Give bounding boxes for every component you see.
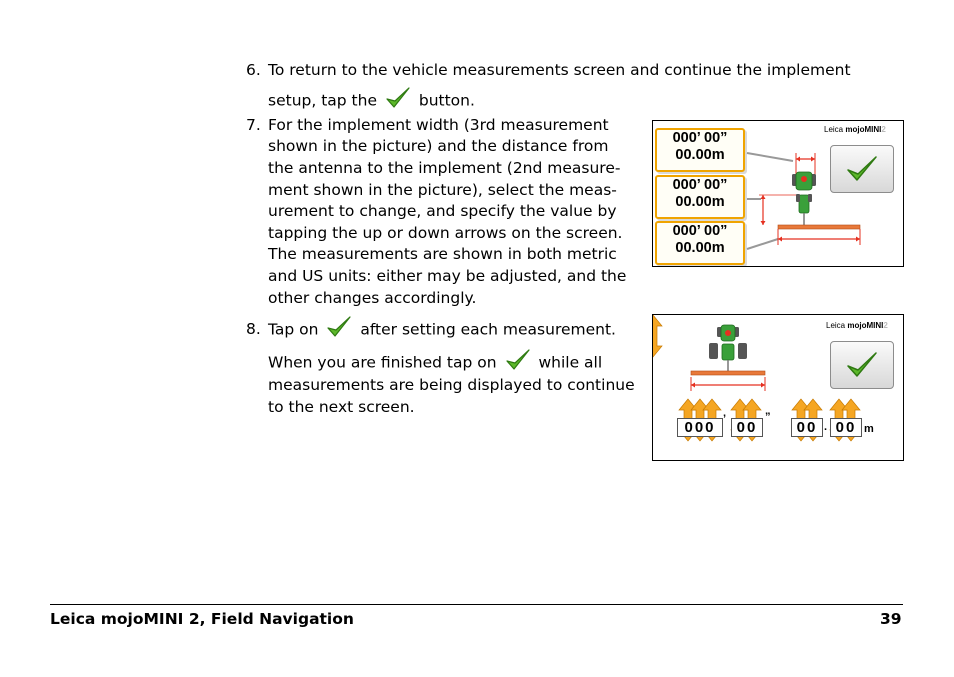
measurement-box-2[interactable]: 000’ 00” 00.00m [655, 175, 745, 219]
brand-label: Leica mojoMINI2 [824, 125, 886, 134]
measurement-us: 000’ 00” [672, 130, 728, 146]
measurement-box-1[interactable]: 000’ 00” 00.00m [655, 128, 745, 172]
step-6-line-2: setup, tap the button. [268, 87, 475, 112]
decimal-point: . [824, 421, 828, 433]
step-6-text-after: button. [418, 91, 475, 110]
step-8-text-before: Tap on [268, 320, 319, 339]
confirm-button[interactable] [830, 341, 894, 389]
step-7-line: the antenna to the implement (2nd measur… [268, 159, 621, 177]
measurement-metric: 00.00m [675, 194, 725, 210]
feet-digits[interactable]: 000 [677, 418, 723, 437]
checkmark-icon [504, 346, 532, 374]
step-6-number: 6. [246, 61, 261, 79]
figure-measurement-entry: Leica mojoMINI2 [652, 314, 904, 461]
footer-rule [50, 604, 903, 605]
step-7-line: urement to change, and specify the value… [268, 202, 617, 220]
checkmark-icon [847, 352, 877, 377]
step-7-line: The measurements are shown in both metri… [268, 245, 617, 263]
measurement-metric: 00.00m [675, 147, 725, 163]
tractor-implement-diagram [746, 152, 861, 250]
step-7-line: shown in the picture) and the distance f… [268, 137, 609, 155]
inch-mark: ” [765, 411, 771, 423]
confirm-button[interactable] [830, 145, 894, 193]
step-7-line: For the implement width (3rd measurement [268, 116, 609, 134]
meter-digits[interactable]: 00 [791, 418, 823, 437]
measurement-metric: 00.00m [675, 240, 725, 256]
step-8-para-line: measurements are being displayed to cont… [268, 376, 635, 394]
step-8-number: 8. [246, 320, 261, 338]
step-7-line: tapping the up or down arrows on the scr… [268, 224, 623, 242]
feet-mark: ’ [723, 413, 727, 425]
brand-label: Leica mojoMINI2 [826, 321, 888, 330]
measurement-us: 000’ 00” [672, 223, 728, 239]
step-8-para-before: When you are finished tap on [268, 353, 497, 372]
step-7-line: and US units: either may be adjusted, an… [268, 267, 627, 285]
page-number: 39 [880, 610, 902, 628]
figure-implement-measurements: Leica mojoMINI2 000’ 00” 00.00m 000’ 00”… [652, 120, 904, 267]
footer-title: Leica mojoMINI 2, Field Navigation [50, 610, 354, 628]
step-7-number: 7. [246, 116, 261, 134]
checkmark-icon [325, 313, 353, 341]
step-8-line: Tap on after setting each measurement. [268, 316, 616, 341]
step-6-line: To return to the vehicle measurements sc… [268, 61, 851, 79]
checkmark-icon [847, 156, 877, 181]
checkmark-icon [384, 84, 412, 112]
meter-unit: m [864, 423, 874, 435]
step-8-para-after: while all [538, 353, 603, 372]
step-7-line: ment shown in the picture), select the m… [268, 181, 617, 199]
inch-digits[interactable]: 00 [731, 418, 763, 437]
measurement-box-3[interactable]: 000’ 00” 00.00m [655, 221, 745, 265]
step-6-text-before: setup, tap the [268, 91, 377, 110]
measurement-us: 000’ 00” [672, 177, 728, 193]
step-8-para-line: When you are finished tap on while all [268, 349, 603, 374]
step-8-text-after: after setting each measurement. [360, 320, 616, 339]
step-8-para-line: to the next screen. [268, 398, 415, 416]
step-7-line: other changes accordingly. [268, 289, 477, 307]
centimeter-digits[interactable]: 00 [830, 418, 862, 437]
